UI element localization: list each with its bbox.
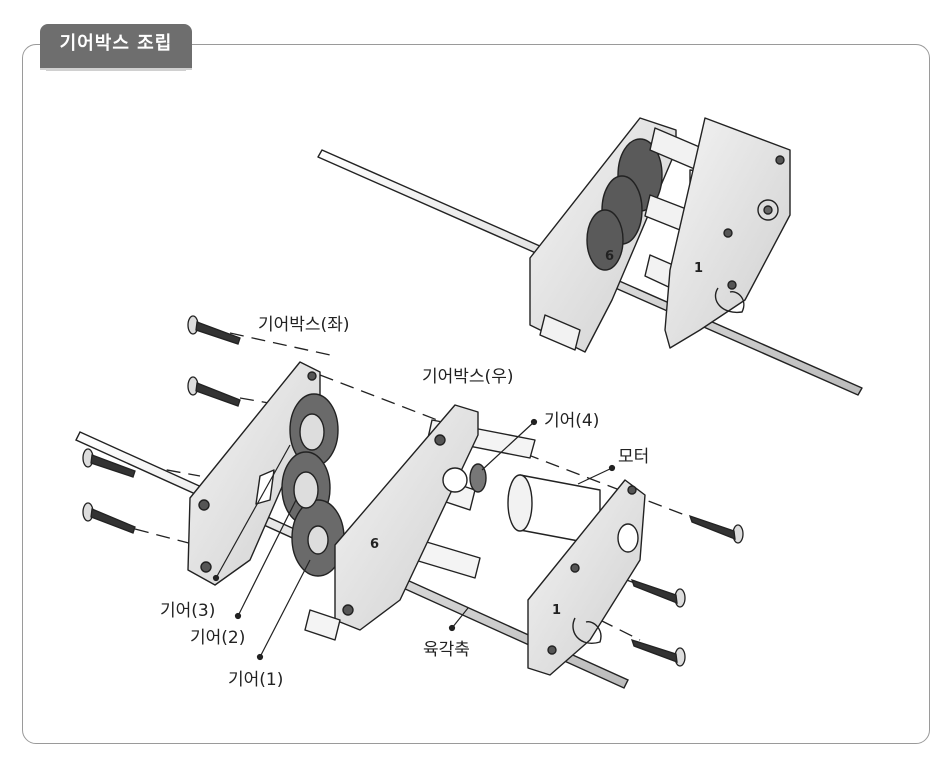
assembled-part-mark-6: 6 (605, 249, 614, 264)
label-gear-4: 기어(4) (544, 411, 599, 431)
screw-2 (187, 376, 241, 407)
label-gearbox-left: 기어박스(좌) (258, 315, 349, 335)
right-gearbox-plate (304, 404, 536, 641)
screw-1 (187, 315, 241, 345)
title-underline (46, 68, 186, 71)
label-hex-shaft: 육각축 (423, 640, 470, 660)
screw-6 (630, 578, 686, 608)
hook-clip (572, 617, 602, 644)
page-title: 기어박스 조립 (59, 33, 173, 54)
label-gear-1: 기어(1) (228, 670, 283, 690)
screw-4 (82, 502, 136, 534)
screw-7 (630, 638, 686, 667)
assembled-gearbox (317, 117, 863, 396)
label-gear-3: 기어(3) (160, 601, 215, 621)
leader-lines (212, 418, 616, 661)
motor-plate (527, 479, 646, 676)
screws (82, 315, 744, 667)
gear-4 (469, 463, 487, 493)
title-tab: 기어박스 조립 (40, 24, 192, 68)
assembled-gear-stack (586, 138, 663, 271)
assembled-hook-clip (714, 287, 745, 314)
left-gearbox-plate (187, 361, 321, 586)
screw-3 (82, 448, 136, 478)
assembled-part-mark-1: 1 (694, 261, 703, 276)
diagram-frame (22, 44, 930, 744)
exploded-part-mark-1: 1 (552, 603, 561, 618)
screw-5 (688, 514, 744, 544)
exploded-part-mark-6: 6 (370, 537, 379, 552)
label-gear-2: 기어(2) (190, 628, 245, 648)
label-motor: 모터 (618, 447, 649, 467)
motor (507, 474, 601, 546)
gear-stack (281, 393, 345, 577)
label-gearbox-right: 기어박스(우) (422, 367, 513, 387)
